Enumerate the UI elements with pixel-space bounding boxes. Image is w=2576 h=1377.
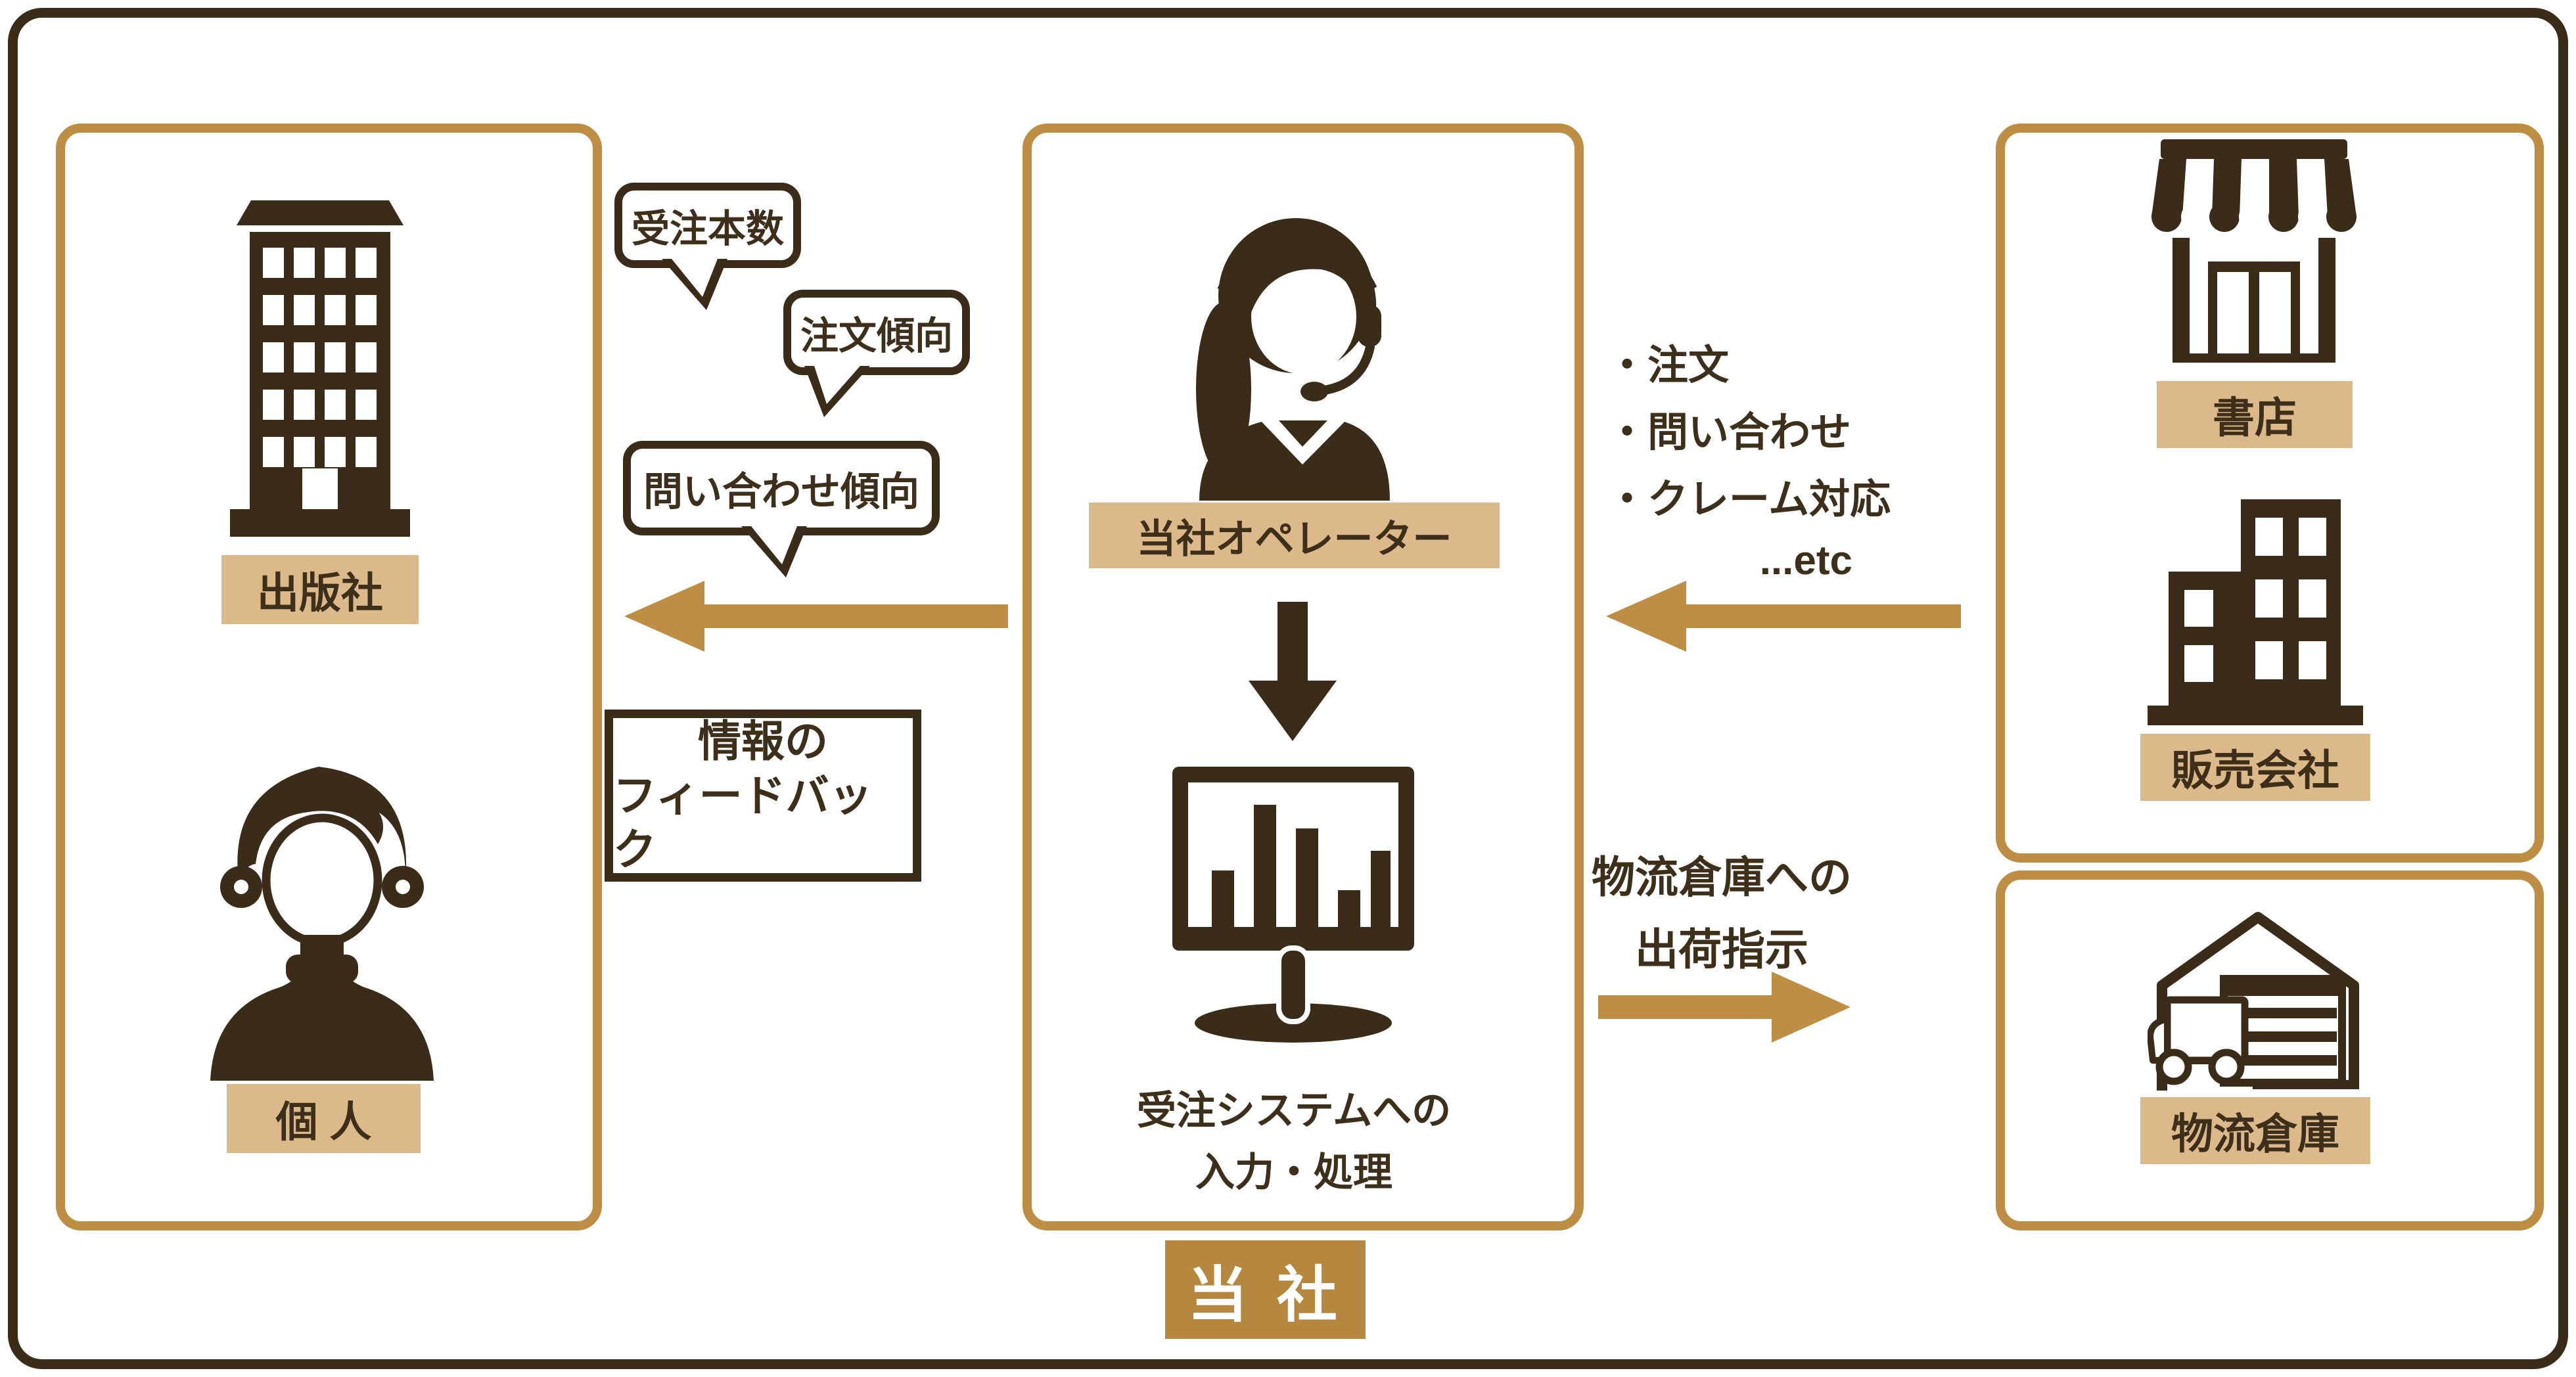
bar-chart-monitor-icon bbox=[1172, 767, 1414, 1043]
sales-company-label: 販売会社 bbox=[2140, 734, 2370, 801]
speech-bubble-inquiry-trend-text: 問い合わせ傾向 bbox=[643, 469, 919, 514]
operator-label-text: 当社オペレーター bbox=[1136, 516, 1452, 561]
bookstore-label: 書店 bbox=[2157, 381, 2353, 448]
person-icon bbox=[210, 767, 434, 1081]
outer-frame bbox=[8, 8, 2568, 1369]
feedback-arrow-left bbox=[624, 581, 1008, 652]
warehouse-truck-icon bbox=[2148, 912, 2359, 1091]
feedback-box-line2: フィードバック bbox=[613, 771, 873, 874]
speech-bubble-tail bbox=[662, 259, 727, 310]
speech-bubble-order-trend: 注文傾向 bbox=[783, 290, 970, 417]
publisher-label-text: 出版社 bbox=[257, 569, 383, 617]
bookstore-label-text: 書店 bbox=[2213, 394, 2297, 441]
system-caption-line1: 受注システムへの bbox=[1136, 1089, 1452, 1133]
speech-bubble-tail bbox=[804, 366, 870, 417]
warehouse-label: 物流倉庫 bbox=[2140, 1097, 2370, 1164]
individual-label-text: 個 人 bbox=[275, 1098, 372, 1146]
bookstore-sales-box bbox=[1996, 124, 2544, 863]
speech-bubble-order-count: 受注本数 bbox=[614, 183, 801, 310]
sales-company-label-text: 販売会社 bbox=[2171, 747, 2339, 794]
incoming-arrow-left bbox=[1606, 581, 1961, 652]
publisher-label: 出版社 bbox=[221, 555, 419, 624]
operator-label: 当社オペレーター bbox=[1089, 503, 1500, 568]
individual-label: 個 人 bbox=[227, 1084, 421, 1153]
speech-bubble-tail bbox=[741, 526, 807, 577]
incoming-item-inquiry: ・問い合わせ bbox=[1607, 410, 1852, 455]
feedback-box-line1: 情報の bbox=[698, 717, 828, 766]
operator-headset-icon bbox=[1196, 218, 1390, 501]
company-buildings-icon bbox=[2148, 499, 2363, 725]
speech-bubble-order-trend-text: 注文傾向 bbox=[800, 315, 953, 357]
speech-bubble-inquiry-trend: 問い合わせ傾向 bbox=[623, 441, 940, 577]
feedback-box: 情報の フィードバック bbox=[605, 710, 921, 882]
office-building-icon bbox=[230, 200, 410, 537]
company-label: 当 社 bbox=[1165, 1240, 1366, 1339]
incoming-item-order: ・注文 bbox=[1607, 343, 1730, 388]
incoming-etc: ...etc bbox=[1759, 538, 1852, 583]
shipping-note-line2: 出荷指示 bbox=[1635, 925, 1808, 974]
warehouse-label-text: 物流倉庫 bbox=[2171, 1110, 2339, 1158]
incoming-item-claim: ・クレーム対応 bbox=[1607, 477, 1891, 522]
system-caption-line2: 入力・処理 bbox=[1195, 1150, 1392, 1194]
down-arrow-icon bbox=[1249, 602, 1337, 741]
company-label-text: 当 社 bbox=[1187, 1261, 1344, 1329]
speech-bubble-order-count-text: 受注本数 bbox=[631, 208, 784, 250]
storefront-icon bbox=[2151, 139, 2357, 363]
shipping-note-line1: 物流倉庫への bbox=[1592, 853, 1852, 901]
shipping-arrow-right bbox=[1598, 972, 1851, 1043]
